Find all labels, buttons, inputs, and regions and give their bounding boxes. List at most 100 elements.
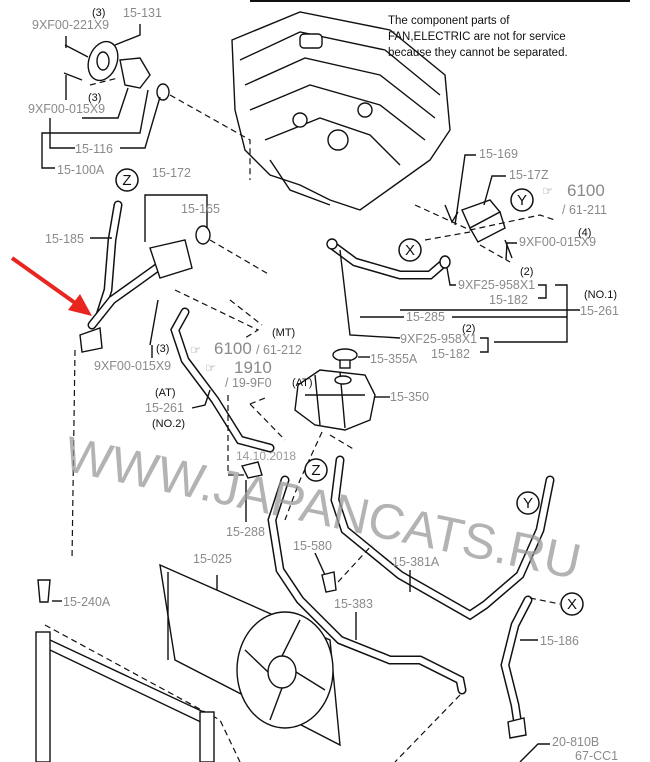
leader: [144, 194, 208, 242]
leader: [505, 242, 517, 261]
svg-text:X: X: [405, 242, 415, 259]
part-label[interactable]: 9XF00-015X9: [519, 235, 596, 249]
connector-x-bottom: X: [560, 592, 584, 616]
hose-15-285: [326, 238, 451, 280]
leader: [483, 175, 506, 206]
connector-x-top: X: [398, 238, 422, 262]
part-label[interactable]: 15-116: [75, 142, 113, 156]
note-line-1: The component parts of: [388, 15, 510, 27]
leader: [191, 389, 211, 409]
part-label[interactable]: 15-580: [293, 539, 332, 553]
connector-z-bottom: Z: [304, 458, 328, 482]
qty: (3): [92, 7, 105, 19]
hose-15-185: [79, 200, 211, 353]
part-label[interactable]: 15-185: [45, 232, 84, 246]
part-label[interactable]: 15-172: [152, 166, 191, 180]
part-label[interactable]: 9XF25-958X1: [400, 332, 477, 346]
qty: (4): [578, 227, 591, 239]
ref-icon: ☞: [205, 361, 216, 375]
radiator: [35, 579, 215, 762]
fan-assembly: [159, 563, 341, 747]
at-label: (AT): [155, 387, 176, 399]
part-label[interactable]: 15-165: [181, 202, 220, 216]
part-label[interactable]: 15-355A: [370, 352, 418, 366]
leader: [82, 87, 129, 119]
leader: [519, 743, 550, 762]
part-label[interactable]: 15-169: [479, 147, 518, 161]
mt-label: (MT): [272, 327, 295, 339]
part-label[interactable]: 15-17Z: [509, 168, 549, 182]
coolant-reservoir: [294, 348, 376, 431]
part-label[interactable]: 67-CC1: [575, 749, 618, 762]
part-label[interactable]: 15-350: [390, 390, 429, 404]
part-label[interactable]: 20-810B: [552, 735, 599, 749]
watermark-date: 14.10.2018: [236, 449, 296, 463]
leader: [446, 267, 456, 286]
svg-text:Z: Z: [311, 462, 320, 479]
part-label[interactable]: 15-288: [226, 525, 265, 539]
at-label: (AT): [292, 377, 313, 389]
hose-15-383: [267, 475, 467, 762]
part-label[interactable]: 15-285: [406, 310, 445, 324]
clamp-15-288: [240, 461, 263, 479]
svg-text:X: X: [567, 596, 577, 613]
part-label[interactable]: 9XF25-958X1: [458, 278, 535, 292]
leader: [114, 24, 141, 46]
part-label[interactable]: 15-186: [540, 634, 579, 648]
leader: [314, 552, 326, 576]
leader: [538, 284, 547, 299]
svg-text:Z: Z: [122, 172, 131, 189]
qty: (2): [462, 323, 475, 335]
hose-15-186: [500, 595, 533, 739]
part-label[interactable]: 9XF00-221X9: [32, 18, 109, 32]
leader: [339, 249, 401, 339]
hose-15-261-no2: [170, 299, 286, 476]
ref-icon: ☞: [542, 184, 553, 198]
ref-1910[interactable]: 1910: [234, 358, 272, 377]
part-label[interactable]: 9XF00-015X9: [28, 102, 105, 116]
qty: (3): [156, 343, 169, 355]
note-line-2: FAN,ELECTRIC are not for service: [388, 31, 566, 43]
qty: (3): [88, 92, 101, 104]
watermark: WWW.JAPANCATS.RU: [60, 426, 586, 590]
ref-61-212[interactable]: / 61-212: [256, 343, 302, 357]
ref-61-211[interactable]: / 61-211: [562, 203, 607, 217]
ref-19-9f0[interactable]: / 19-9F0: [225, 376, 272, 390]
leader: [494, 284, 568, 343]
water-pump: [63, 40, 251, 180]
engine-block: [231, 11, 451, 211]
red-pointer-arrow: [10, 256, 92, 316]
note-line-3: because they cannot be separated.: [388, 47, 568, 59]
leader: [41, 89, 149, 169]
connector-y-bottom: Y: [516, 491, 540, 515]
ref-icon: ☞: [190, 343, 201, 357]
part-label[interactable]: 15-383: [334, 597, 373, 611]
leader: [454, 154, 476, 226]
part-label[interactable]: 15-261: [145, 401, 184, 415]
part-label[interactable]: 9XF00-015X9: [94, 359, 171, 373]
svg-text:Y: Y: [517, 192, 527, 209]
ref-6100[interactable]: 6100: [214, 339, 252, 358]
connector-dash: [529, 597, 561, 605]
clip-15-580: [321, 571, 337, 593]
part-label[interactable]: 15-381A: [392, 555, 440, 569]
part-labels: 15-131 9XF00-221X9 9XF00-015X9 15-116 15…: [28, 6, 619, 762]
no1-label: (NO.1): [584, 289, 617, 301]
part-label[interactable]: 15-182: [431, 347, 470, 361]
part-label[interactable]: 15-131: [123, 6, 162, 20]
part-label[interactable]: 15-025: [193, 552, 232, 566]
connector-y-top: Y: [510, 188, 534, 212]
part-label[interactable]: 15-261: [580, 304, 619, 318]
part-label[interactable]: 15-100A: [57, 163, 105, 177]
connector-z-top: Z: [115, 168, 139, 192]
hose-15-381A: [330, 455, 555, 621]
ref-6100[interactable]: 6100: [567, 181, 605, 200]
no2-label: (NO.2): [152, 418, 185, 430]
leader: [480, 337, 489, 353]
part-label[interactable]: 15-240A: [63, 595, 111, 609]
svg-text:Y: Y: [523, 495, 533, 512]
leader: [360, 309, 580, 318]
qty: (2): [520, 266, 533, 278]
part-label[interactable]: 15-182: [489, 293, 528, 307]
